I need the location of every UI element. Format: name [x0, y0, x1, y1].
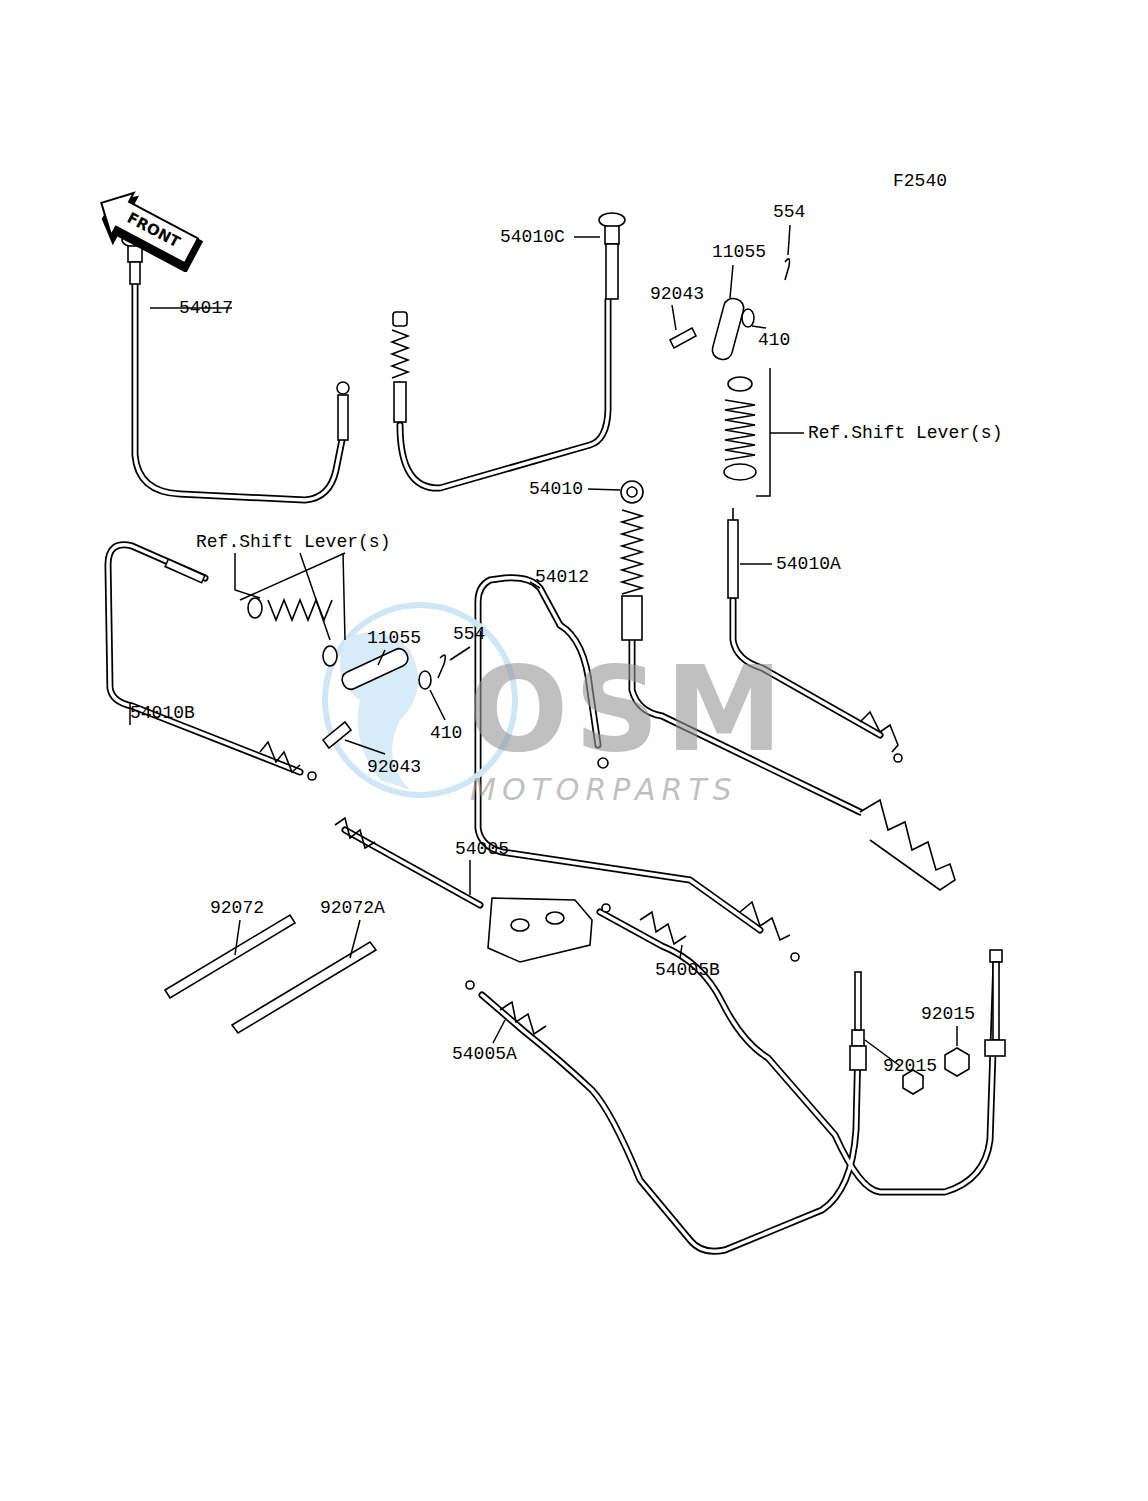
callout-number: 54010: [529, 480, 583, 498]
callout-number: 54010B: [130, 704, 195, 722]
callout-number: Ref.Shift Lever(s): [196, 533, 390, 551]
callout-number: 11055: [712, 243, 766, 261]
callout-number: 54010C: [500, 228, 565, 246]
callout-number: 92015: [921, 1005, 975, 1023]
callout-number: 54010A: [776, 555, 841, 573]
callout-number: 54005B: [655, 961, 720, 979]
callout-number: 54017: [179, 299, 233, 317]
callout-number: Ref.Shift Lever(s): [808, 424, 1002, 442]
callout-number: 92072A: [320, 899, 385, 917]
watermark: OSM: [468, 640, 789, 778]
callout-number: 54005: [455, 840, 509, 858]
callout-number: 410: [430, 724, 462, 742]
callout-number: 92072: [210, 899, 264, 917]
callout-number: 92043: [650, 285, 704, 303]
callout-number: 92043: [367, 758, 421, 776]
callout-number: 92015: [883, 1057, 937, 1075]
callout-number: F2540: [893, 172, 947, 190]
front-arrow: FRONT: [92, 188, 204, 272]
callout-number: 11055: [367, 629, 421, 647]
callout-number: 54012: [535, 568, 589, 586]
watermark: MOTORPARTS: [470, 772, 738, 807]
callout-number: 410: [758, 331, 790, 349]
callout-number: 554: [773, 203, 805, 221]
callout-number: 54005A: [452, 1045, 517, 1063]
